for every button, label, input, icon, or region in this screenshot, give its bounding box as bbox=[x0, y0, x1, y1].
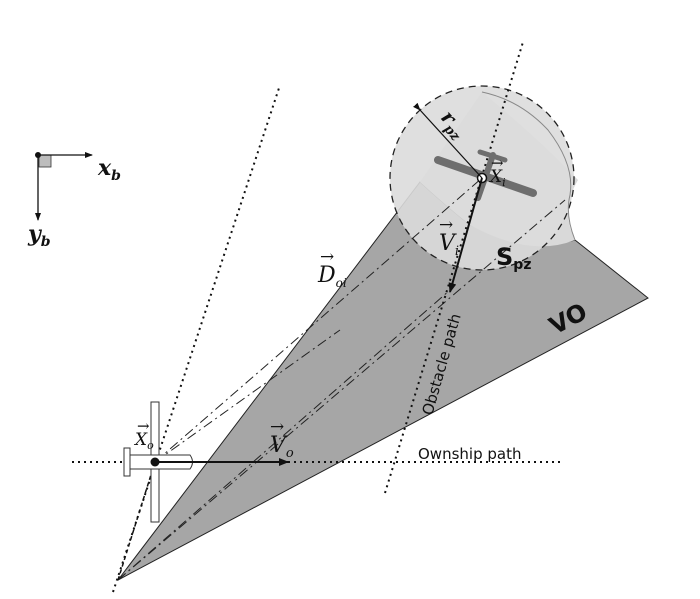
dotted-line-left bbox=[112, 84, 281, 593]
protected-zone-circle bbox=[389, 85, 575, 271]
v-i-label: Vi bbox=[439, 231, 459, 259]
x-o-label: Xo bbox=[133, 430, 154, 452]
s-pz-label: Spz bbox=[496, 243, 531, 273]
obstacle-aircraft bbox=[434, 149, 537, 201]
dashdot-d-oi bbox=[154, 177, 483, 463]
axis-y-label: yb bbox=[27, 221, 51, 250]
dashdot-short bbox=[154, 329, 341, 463]
dashdot-relative-2 bbox=[117, 289, 451, 581]
axis-x-label: xb bbox=[97, 155, 121, 184]
x-i-arrow: → bbox=[491, 154, 504, 172]
d-oi-label: Doi bbox=[317, 263, 347, 290]
v-i-vector bbox=[448, 177, 483, 293]
x-i-label: Xi bbox=[488, 167, 506, 189]
zone-edge-curve bbox=[481, 91, 576, 241]
v-o-label: Vo bbox=[270, 433, 294, 461]
x-o-arrow: → bbox=[137, 417, 150, 435]
ownship-path-label: Ownship path bbox=[418, 445, 521, 463]
r-pz-radius-line bbox=[413, 102, 483, 179]
body-frame-axes bbox=[35, 152, 93, 221]
v-i-arrow: → bbox=[439, 215, 453, 235]
dashdot-relative-1 bbox=[117, 199, 566, 581]
d-oi-arrow: → bbox=[320, 247, 334, 267]
v-o-arrow: → bbox=[270, 417, 284, 437]
obstacle-path-line bbox=[384, 41, 524, 494]
